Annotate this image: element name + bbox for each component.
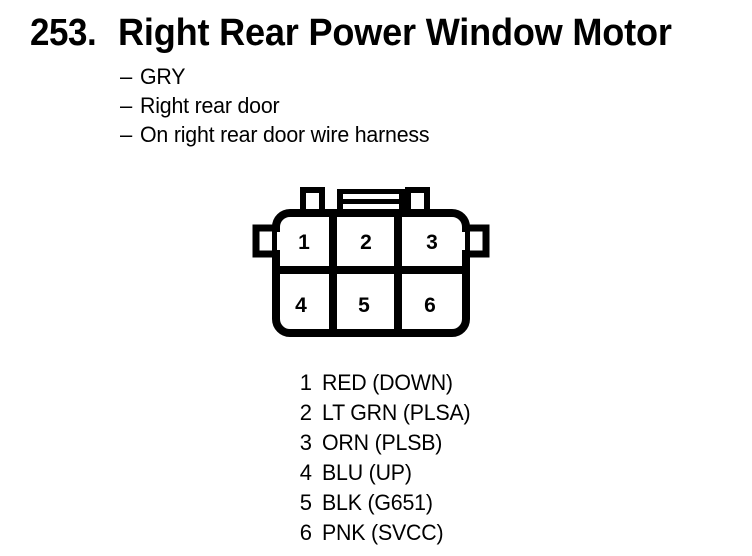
cavity-number-2: 2 bbox=[360, 231, 372, 254]
legend-row: 3 ORN (PLSB) bbox=[292, 428, 592, 458]
legend-pin-label: ORN (PLSB) bbox=[322, 430, 443, 455]
list-item-label: Right rear door bbox=[140, 93, 280, 118]
legend-row: 1 RED (DOWN) bbox=[292, 368, 592, 398]
legend-pin-label: BLU (UP) bbox=[322, 460, 412, 485]
legend-pin-number: 5 bbox=[299, 490, 312, 515]
legend-pin-label: RED (DOWN) bbox=[322, 370, 453, 395]
legend-pin-number: 6 bbox=[299, 520, 312, 545]
legend-pin-number: 2 bbox=[299, 400, 312, 425]
connector-description-list: – GRY – Right rear door – On right rear … bbox=[120, 62, 680, 149]
legend-row: 5 BLK (G651) bbox=[292, 488, 592, 518]
legend-pin-label: LT GRN (PLSA) bbox=[322, 400, 471, 425]
page-title: 253. Right Rear Power Window Motor bbox=[30, 12, 742, 58]
connector-number: 253. bbox=[30, 12, 97, 54]
legend-row: 4 BLU (UP) bbox=[292, 458, 592, 488]
legend-pin-label: PNK (SVCC) bbox=[322, 520, 444, 545]
list-item: – GRY bbox=[120, 62, 680, 91]
cavity-number-5: 5 bbox=[358, 294, 370, 317]
legend-row: 6 PNK (SVCC) bbox=[292, 518, 592, 548]
cavity-number-1: 1 bbox=[298, 231, 310, 254]
connector-diagram: 1 2 3 4 5 6 bbox=[236, 182, 506, 342]
list-item-label: GRY bbox=[140, 64, 186, 89]
connector-title: Right Rear Power Window Motor bbox=[117, 12, 672, 54]
legend-pin-label: BLK (G651) bbox=[322, 490, 433, 515]
cavity-number-6: 6 bbox=[424, 294, 436, 317]
pin-legend: 1 RED (DOWN) 2 LT GRN (PLSA) 3 ORN (PLSB… bbox=[292, 368, 592, 548]
dash-icon: – bbox=[120, 122, 133, 147]
cavity-number-4: 4 bbox=[295, 294, 307, 317]
legend-row: 2 LT GRN (PLSA) bbox=[292, 398, 592, 428]
dash-icon: – bbox=[120, 64, 133, 89]
legend-pin-number: 1 bbox=[299, 370, 312, 395]
legend-pin-number: 3 bbox=[299, 430, 312, 455]
list-item-label: On right rear door wire harness bbox=[140, 122, 430, 147]
legend-pin-number: 4 bbox=[299, 460, 312, 485]
dash-icon: – bbox=[120, 93, 133, 118]
list-item: – On right rear door wire harness bbox=[120, 120, 680, 149]
cavity-number-3: 3 bbox=[426, 231, 438, 254]
list-item: – Right rear door bbox=[120, 91, 680, 120]
